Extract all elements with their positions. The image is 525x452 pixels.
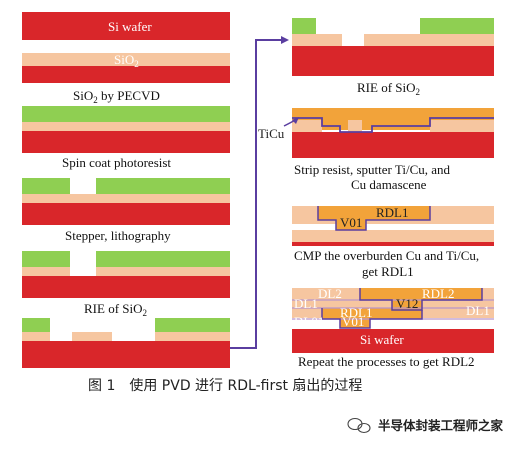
step-pecvd: SiO2 by PECVD <box>73 88 160 105</box>
v01-label: V01 <box>340 215 362 230</box>
wechat-icon <box>347 417 371 434</box>
panel-damascene <box>292 108 494 158</box>
rdl2-label: RDL2 <box>422 286 455 301</box>
watermark: 半导体封装工程师之家 <box>347 417 504 434</box>
dl2-label: DL2 <box>318 286 342 301</box>
panel-rie-left <box>22 251 230 298</box>
step-rie-right: RIE of SiO2 <box>357 80 420 97</box>
panel-rdl2: DL2 RDL2 DL1 DL1 V12 RDL1 DL01 V01 Si wa… <box>292 286 494 353</box>
watermark-text: 半导体封装工程师之家 <box>378 418 504 433</box>
sio2-sub: 2 <box>134 59 139 69</box>
step-rie-left: RIE of SiO2 <box>84 301 147 318</box>
sio2-label: SiO <box>114 52 134 67</box>
v12-label: V12 <box>396 296 418 311</box>
panel-rdl1: V01 RDL1 <box>292 205 494 246</box>
step-cmp-line1: CMP the overburden Cu and Ti/Cu, <box>294 248 479 263</box>
panel-rie-right <box>292 18 494 76</box>
step-cmp-line2: get RDL1 <box>362 264 414 279</box>
step-lithography: Stepper, lithography <box>65 228 171 243</box>
panel-sio2: SiO2 <box>22 52 230 83</box>
si-wafer-b-label: Si wafer <box>360 332 404 347</box>
panel-strip-stage <box>22 318 230 368</box>
ticu-label: TiCu <box>258 126 285 141</box>
step-damascene-line1: Strip resist, sputter Ti/Cu, and <box>294 162 451 177</box>
dl1-left-label: DL1 <box>294 296 318 311</box>
rdl1-label: RDL1 <box>376 205 409 220</box>
step-spin-coat: Spin coat photoresist <box>62 155 171 170</box>
step-damascene-line2: Cu damascene <box>351 177 427 192</box>
svg-text:SiO2: SiO2 <box>114 52 139 69</box>
panel-lithography <box>22 178 230 225</box>
flow-arrow <box>230 36 289 349</box>
figure-caption: 图 1 使用 PVD 进行 RDL-first 扇出的过程 <box>88 377 362 394</box>
panel-si-wafer: Si wafer <box>22 12 230 40</box>
si-wafer-label: Si wafer <box>108 19 152 34</box>
panel-spin-coat <box>22 106 230 153</box>
ticu-pointer: TiCu <box>258 117 299 141</box>
rdl1-b-label: RDL1 <box>340 305 373 320</box>
v01-b-label: V01 <box>342 314 364 329</box>
dl01-label: DL01 <box>294 314 324 329</box>
dl1-right-label: DL1 <box>466 303 490 318</box>
step-repeat: Repeat the processes to get RDL2 <box>298 354 475 369</box>
